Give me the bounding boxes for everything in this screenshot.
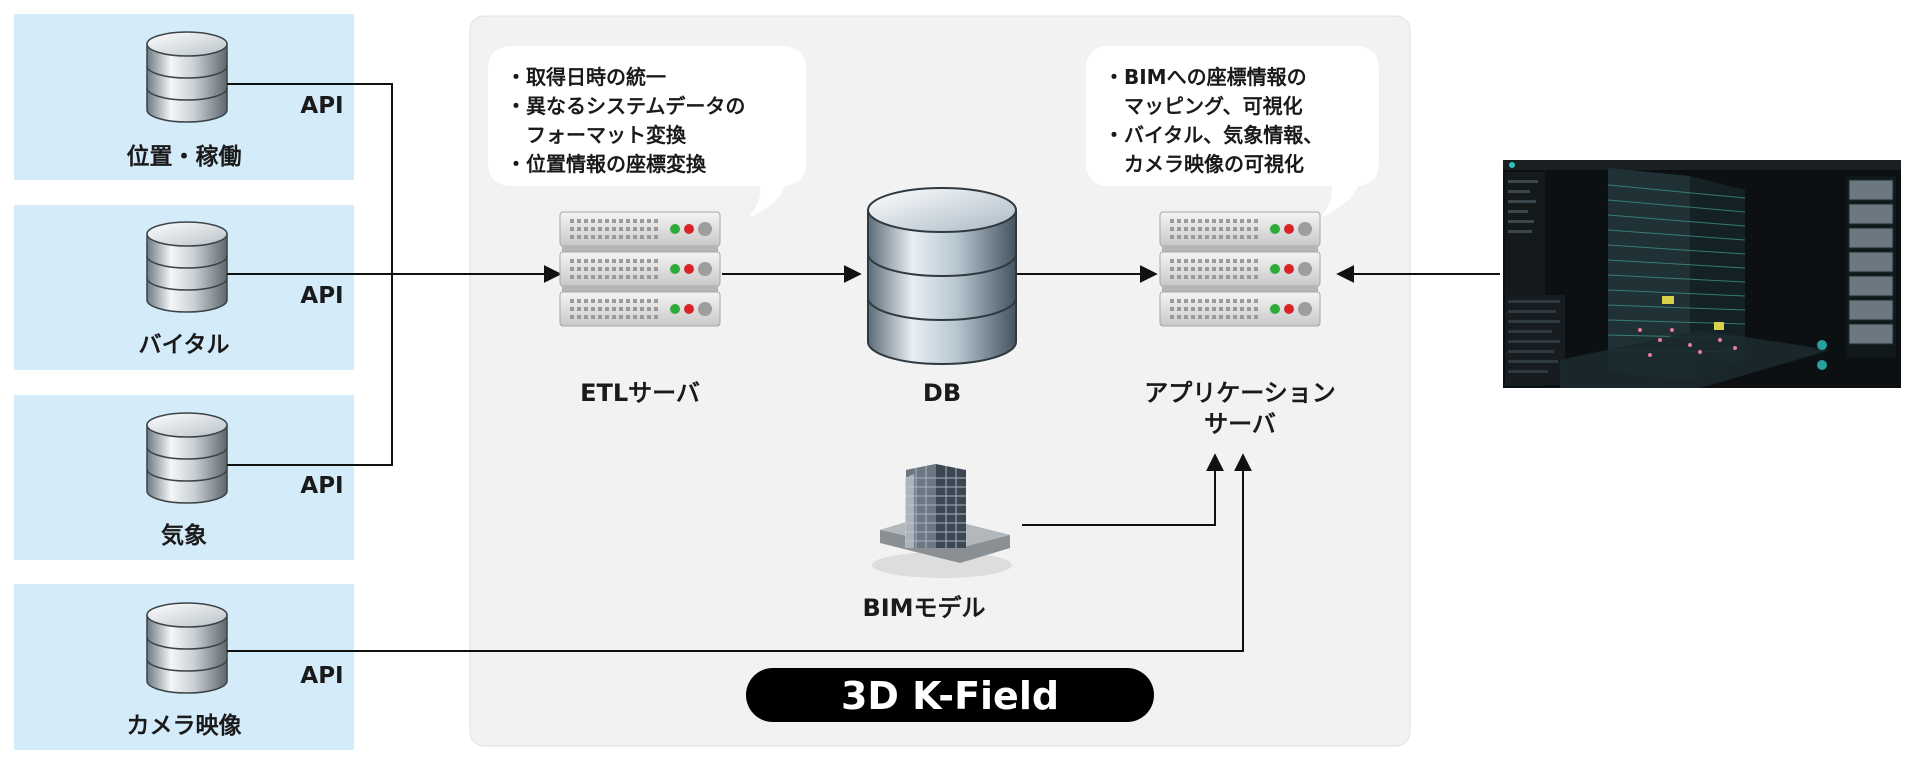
etl-notes-bubble: ・取得日時の統一 ・異なるシステムデータの フォーマット変換 ・位置情報の座標変…	[488, 46, 806, 218]
system-panel	[469, 15, 1411, 747]
viewer-screenshot	[1503, 160, 1901, 388]
app-server-icon	[1160, 212, 1320, 326]
source-label: カメラ映像	[127, 712, 243, 739]
etl-server-label: ETLサーバ	[580, 379, 700, 407]
db-label: DB	[923, 379, 961, 407]
database-icon	[146, 221, 228, 313]
source-panel-position: 位置・稼働 API	[14, 14, 354, 180]
source-label: 気象	[161, 522, 207, 549]
db-icon	[867, 187, 1017, 365]
system-title: 3D K-Field	[841, 674, 1059, 718]
database-icon	[146, 31, 228, 123]
etl-note: ・位置情報の座標変換	[506, 152, 707, 176]
database-icon	[146, 602, 228, 694]
source-panel-camera: カメラ映像 API	[14, 584, 354, 750]
database-icon	[146, 412, 228, 504]
api-label: API	[300, 93, 343, 119]
etl-note: フォーマット変換	[506, 123, 687, 147]
bim-model-icon	[872, 464, 1012, 578]
app-note: マッピング、可視化	[1104, 94, 1303, 118]
etl-server-icon	[560, 212, 720, 326]
system-title-pill: 3D K-Field	[746, 668, 1154, 722]
app-server-label: サーバ	[1204, 410, 1276, 438]
app-note: ・BIMへの座標情報の	[1104, 65, 1307, 89]
bim-model-label: BIMモデル	[862, 594, 985, 622]
source-panel-weather: 気象 API	[14, 395, 354, 560]
app-notes-bubble: ・BIMへの座標情報の マッピング、可視化 ・バイタル、気象情報、 カメラ映像の…	[1086, 46, 1379, 218]
source-label: 位置・稼働	[127, 143, 242, 170]
api-label: API	[300, 473, 343, 499]
etl-note: ・取得日時の統一	[506, 65, 666, 89]
source-connectors	[227, 83, 1252, 652]
source-label: バイタル	[138, 332, 229, 358]
app-server-label: アプリケーション	[1144, 379, 1336, 407]
source-panel-vital: バイタル API	[14, 205, 354, 370]
app-note: カメラ映像の可視化	[1104, 152, 1304, 176]
etl-note: ・異なるシステムデータの	[506, 94, 745, 118]
api-label: API	[300, 283, 343, 309]
bim-to-app-arrow	[1022, 453, 1224, 526]
app-note: ・バイタル、気象情報、	[1104, 123, 1323, 147]
api-label: API	[300, 663, 343, 689]
